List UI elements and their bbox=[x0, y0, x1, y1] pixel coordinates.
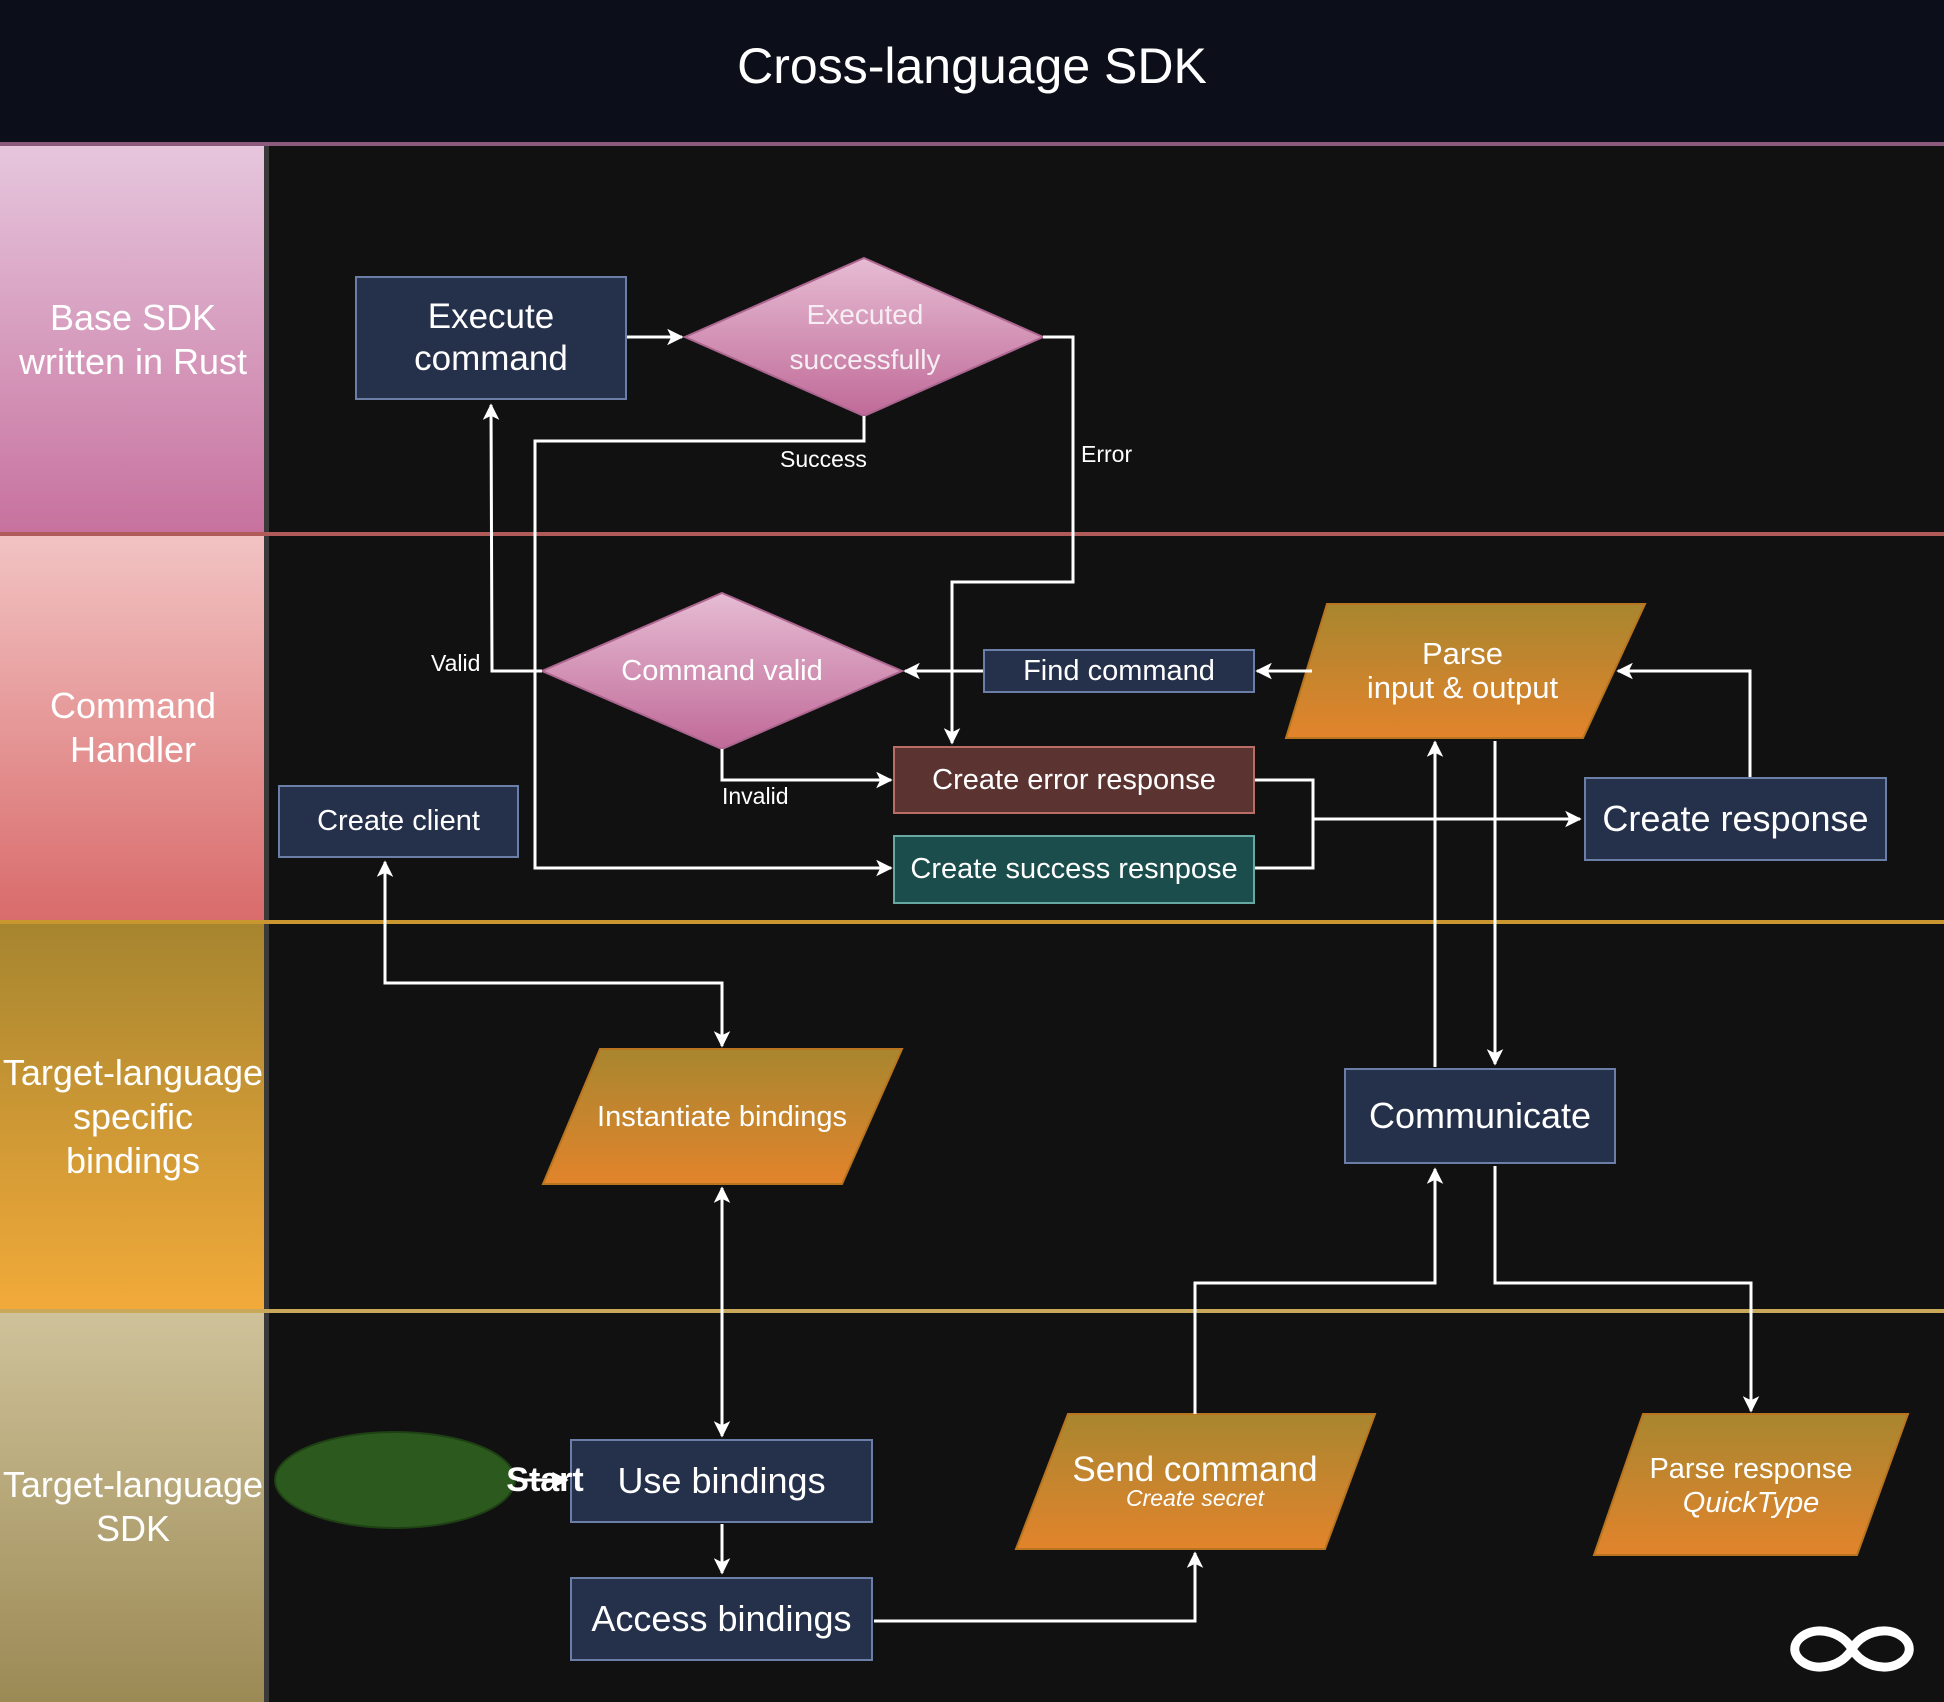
lane-handler-line-1: Command bbox=[49, 685, 217, 726]
command-valid-diamond bbox=[539, 591, 905, 751]
lane-bindings-line-2: specific bbox=[72, 1095, 194, 1137]
edge-access-to-send bbox=[874, 1551, 1204, 1623]
lane-sdk-line-1: Target-language bbox=[2, 1464, 264, 1505]
lane-sdk-line-2: SDK bbox=[95, 1508, 170, 1549]
title-bar bbox=[0, 0, 1944, 142]
lane-base-line-2: written in Rust bbox=[18, 340, 248, 382]
lane-bindings-line-1: Target-language bbox=[2, 1051, 264, 1093]
edge-label-error: Error bbox=[1081, 441, 1133, 467]
create-error-response-node: Create error response bbox=[893, 746, 1255, 814]
start-ellipse bbox=[274, 1431, 516, 1529]
create-success-response-node: Create success resnpose bbox=[893, 835, 1255, 904]
edge-send-to-communicate bbox=[1193, 1167, 1444, 1414]
access-bindings-node: Access bindings bbox=[570, 1577, 873, 1661]
edge-communicate-to-parse-response bbox=[1493, 1166, 1760, 1413]
edge-instantiate-to-client bbox=[376, 860, 731, 1048]
find-command-node: Find command bbox=[983, 649, 1255, 693]
communicate-node: Communicate bbox=[1344, 1068, 1616, 1164]
lane-sdk-background bbox=[0, 1312, 266, 1702]
send-command-parallelogram bbox=[1014, 1413, 1377, 1550]
create-client-node: Create client bbox=[278, 785, 519, 858]
instantiate-bindings-parallelogram bbox=[541, 1048, 904, 1185]
lane-base-background bbox=[0, 146, 266, 533]
edge-error bbox=[943, 335, 1075, 745]
diagram-title: Cross-language SDK bbox=[737, 38, 1207, 94]
edge-invalid bbox=[720, 749, 893, 789]
lane-handler-background bbox=[0, 535, 266, 921]
parse-response-parallelogram bbox=[1592, 1413, 1910, 1556]
lane-handler-line-2: Handler bbox=[69, 729, 197, 770]
execute-command-line-1: Execute bbox=[427, 297, 555, 336]
use-bindings-node: Use bindings bbox=[570, 1439, 873, 1523]
parse-io-parallelogram bbox=[1284, 603, 1647, 739]
edge-label-success: Success bbox=[780, 446, 867, 472]
execute-command-line-2: command bbox=[414, 339, 568, 378]
executed-successfully-diamond bbox=[682, 256, 1046, 418]
create-response-node: Create response bbox=[1584, 777, 1887, 861]
edge-success-to-response bbox=[1255, 819, 1315, 870]
lane-base-line-1: Base SDK bbox=[49, 296, 217, 338]
infinity-icon bbox=[1790, 1626, 1914, 1672]
lane-bindings-background bbox=[0, 923, 266, 1310]
lane-bindings-line-3: bindings bbox=[65, 1139, 201, 1181]
edge-label-valid: Valid bbox=[431, 650, 481, 676]
edge-label-invalid: Invalid bbox=[722, 783, 789, 809]
edge-valid bbox=[482, 403, 542, 673]
edge-error-to-response bbox=[1255, 778, 1582, 828]
edge-response-to-parse bbox=[1616, 662, 1752, 777]
